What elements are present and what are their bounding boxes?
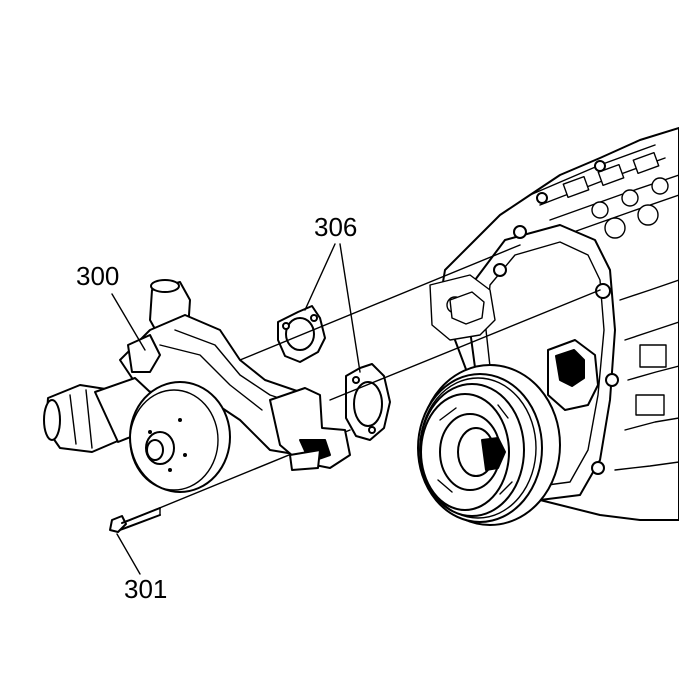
callout-306: 306 xyxy=(304,212,361,373)
callout-301: 301 xyxy=(116,533,167,604)
bolt xyxy=(109,507,161,533)
callout-label-301: 301 xyxy=(124,574,167,604)
callout-label-300: 300 xyxy=(76,261,119,291)
lower-gasket xyxy=(345,363,391,441)
water-pump xyxy=(43,279,351,493)
callout-300: 300 xyxy=(76,261,146,351)
crankshaft-pulley xyxy=(417,364,561,526)
callout-label-306: 306 xyxy=(314,212,357,242)
